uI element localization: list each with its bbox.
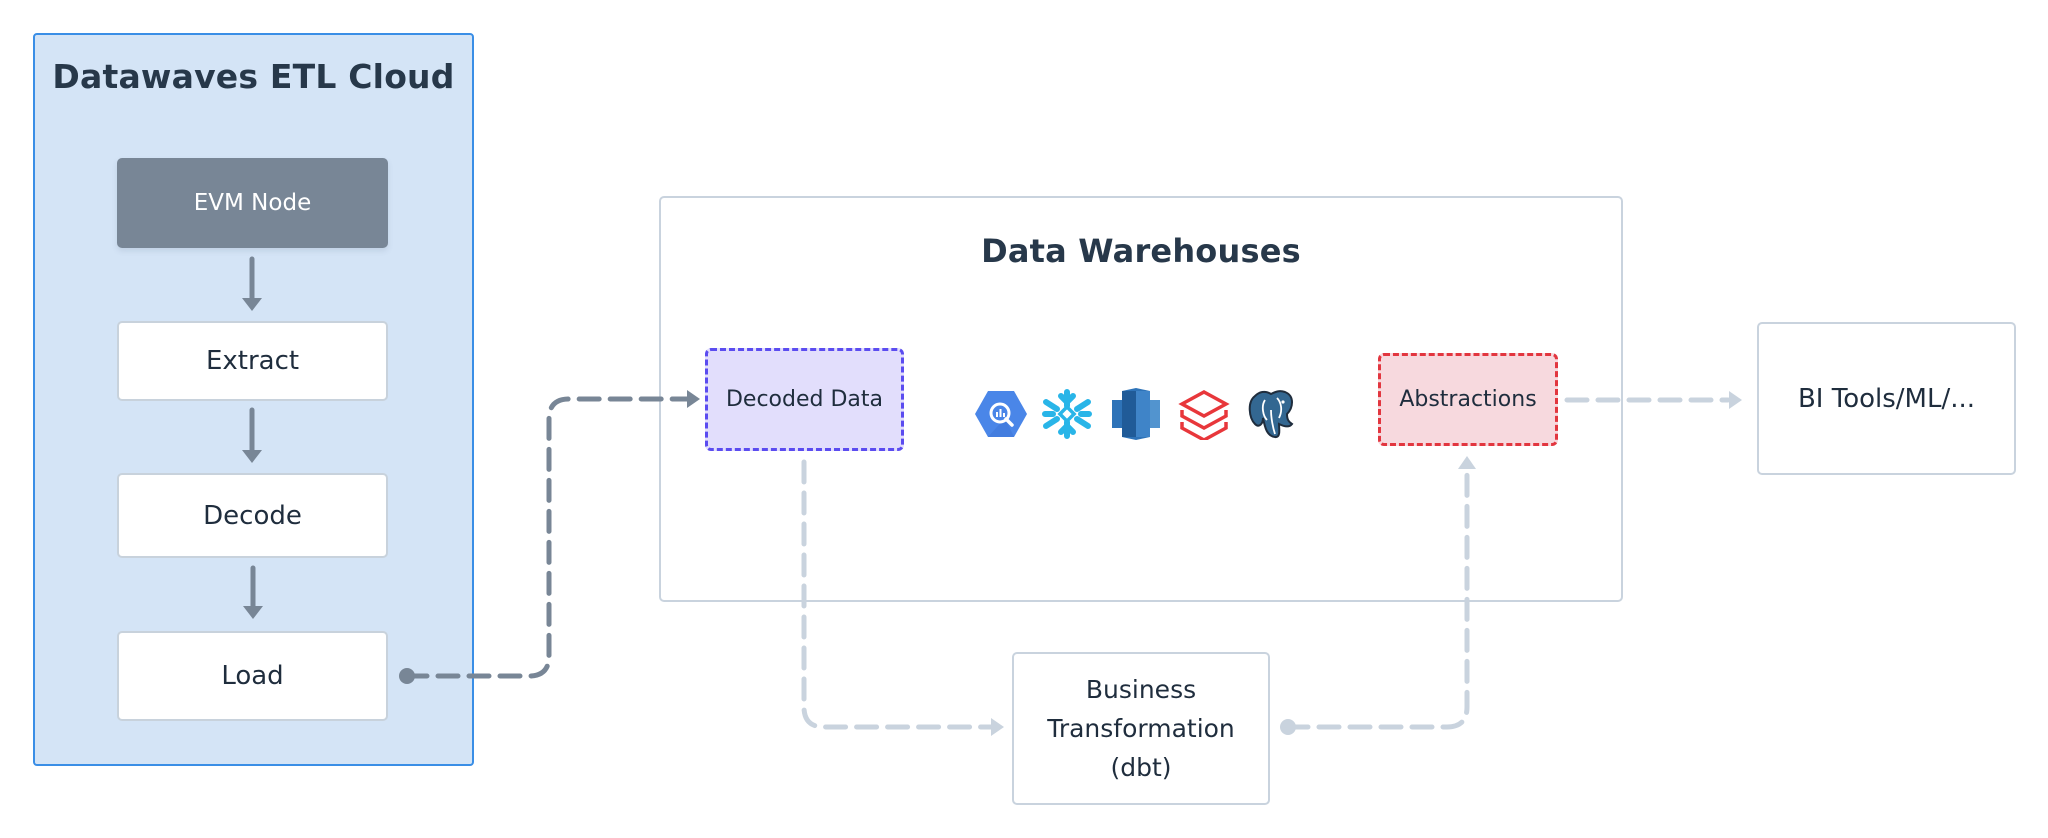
bi-tools-node[interactable]: BI Tools/ML/... — [1757, 322, 2016, 475]
evm-to-extract-arrow — [242, 256, 262, 311]
load-to-decoded-connector — [399, 390, 700, 684]
decode-to-load-arrow — [243, 565, 263, 619]
extract-step[interactable]: Extract — [117, 321, 388, 401]
postgresql-icon — [1248, 390, 1294, 439]
redshift-icon — [1112, 388, 1160, 440]
abstractions-node[interactable]: Abstractions — [1378, 353, 1558, 446]
business-line-1: Business — [1085, 675, 1197, 704]
decode-label: Decode — [203, 500, 302, 531]
load-label: Load — [221, 661, 284, 691]
bigquery-icon — [975, 391, 1027, 437]
etl-panel-title: Datawaves ETL Cloud — [52, 57, 455, 96]
extract-to-decode-arrow — [242, 407, 262, 463]
evm-node-step[interactable]: EVM Node — [117, 158, 388, 248]
abstractions-to-bi-connector — [1564, 391, 1742, 409]
snowflake-icon — [1042, 389, 1092, 439]
bi-tools-label: BI Tools/ML/... — [1797, 383, 1976, 414]
data-warehouses-title: Data Warehouses — [981, 232, 1301, 270]
business-line-2: Transformation — [1047, 714, 1235, 743]
evm-node-label: EVM Node — [193, 190, 312, 216]
load-step[interactable]: Load — [117, 631, 388, 721]
decoded-data-node[interactable]: Decoded Data — [705, 348, 904, 451]
databricks-icon — [1178, 390, 1230, 440]
business-to-abstractions-connector — [1280, 456, 1476, 735]
business-transformation-node[interactable]: Business Transformation (dbt) — [1012, 652, 1270, 805]
decoded-data-label: Decoded Data — [725, 387, 884, 412]
extract-label: Extract — [205, 346, 300, 376]
decoded-to-business-connector — [801, 459, 1004, 736]
decode-step[interactable]: Decode — [117, 473, 388, 558]
abstractions-label: Abstractions — [1399, 387, 1537, 412]
business-line-3: (dbt) — [1110, 753, 1172, 782]
